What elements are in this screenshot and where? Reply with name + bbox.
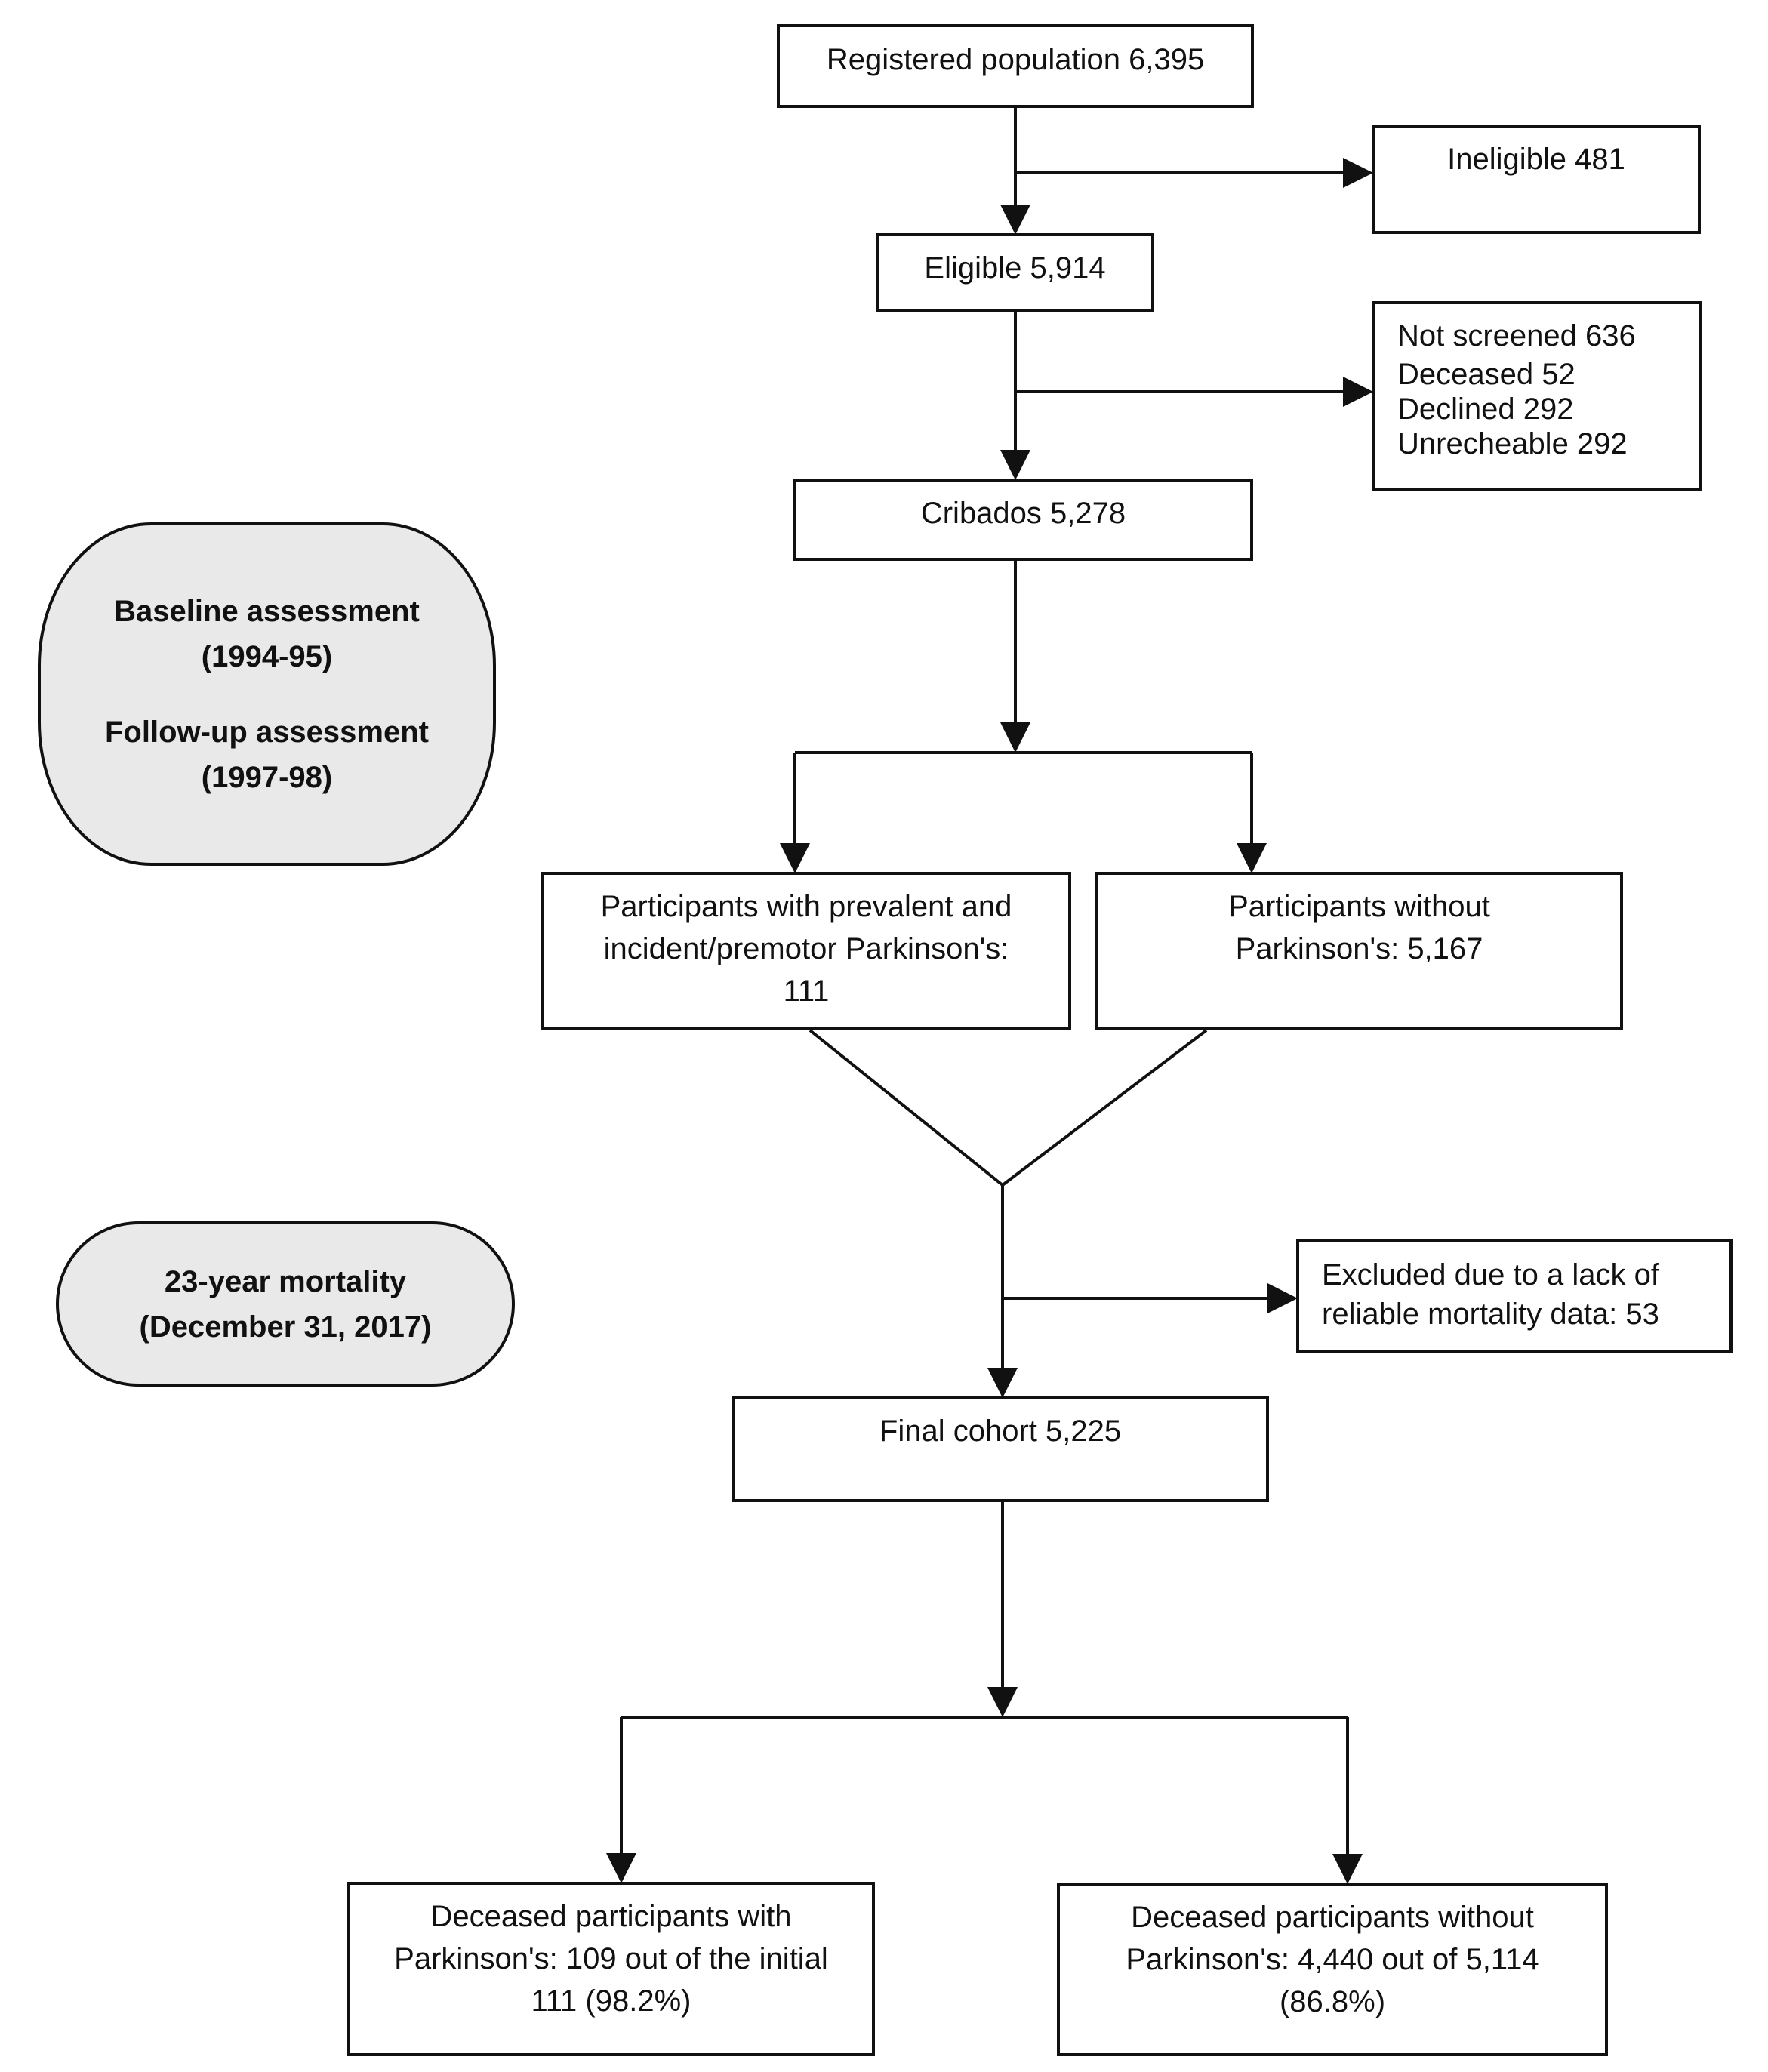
box-cribados: Cribados 5,278	[793, 479, 1253, 561]
box-final-cohort: Final cohort 5,225	[732, 1396, 1269, 1502]
not-screened-deceased: Deceased 52	[1397, 358, 1575, 391]
not-screened-declined: Declined 292	[1397, 393, 1574, 426]
box-deceased-without-parkinsons: Deceased participants without Parkinson'…	[1057, 1883, 1608, 2056]
deceased-without-line-1: Deceased participants without	[1131, 1901, 1534, 1934]
deceased-without-line-2: Parkinson's: 4,440 out of 5,114	[1126, 1943, 1539, 1976]
box-deceased-with-parkinsons: Deceased participants with Parkinson's: …	[347, 1882, 875, 2056]
deceased-with-line-1: Deceased participants with	[430, 1900, 792, 1933]
with-pd-line-2: incident/premotor Parkinson's:	[603, 932, 1009, 965]
box-not-screened: Not screened 636 Deceased 52 Declined 29…	[1372, 301, 1702, 491]
box-registered-population: Registered population 6,395	[777, 24, 1254, 108]
ineligible-text: Ineligible 481	[1447, 143, 1625, 176]
without-pd-line-2: Parkinson's: 5,167	[1235, 932, 1483, 965]
followup-label: Follow-up assessment	[105, 715, 429, 749]
without-pd-line-1: Participants without	[1228, 890, 1490, 923]
followup-years: (1997-98)	[201, 760, 333, 794]
box-excluded: Excluded due to a lack of reliable morta…	[1296, 1239, 1733, 1353]
not-screened-total: Not screened 636	[1397, 319, 1636, 353]
box-ineligible: Ineligible 481	[1372, 125, 1701, 234]
baseline-label: Baseline assessment	[114, 594, 420, 628]
deceased-with-line-2: Parkinson's: 109 out of the initial	[394, 1942, 828, 1975]
box-eligible: Eligible 5,914	[876, 233, 1154, 312]
not-screened-unreachable: Unrecheable 292	[1397, 427, 1628, 460]
deceased-without-line-3: (86.8%)	[1279, 1985, 1386, 2018]
merge-line-right	[1001, 1029, 1208, 1187]
box-participants-without-parkinsons: Participants without Parkinson's: 5,167	[1095, 872, 1623, 1030]
mortality-date: (December 31, 2017)	[139, 1310, 432, 1344]
registered-text: Registered population 6,395	[826, 43, 1205, 76]
final-cohort-text: Final cohort 5,225	[879, 1415, 1122, 1448]
excluded-line-2: reliable mortality data: 53	[1322, 1298, 1659, 1331]
box-participants-with-parkinsons: Participants with prevalent and incident…	[541, 872, 1071, 1030]
mortality-label: 23-year mortality	[164, 1264, 407, 1298]
with-pd-line-1: Participants with prevalent and	[600, 890, 1012, 923]
with-pd-line-3: 111	[783, 974, 830, 1008]
deceased-with-line-3: 111 (98.2%)	[531, 1984, 691, 2018]
merge-line-left	[809, 1029, 1004, 1187]
baseline-years: (1994-95)	[201, 639, 333, 673]
eligible-text: Eligible 5,914	[924, 251, 1106, 285]
excluded-line-1: Excluded due to a lack of	[1322, 1258, 1659, 1292]
cribados-text: Cribados 5,278	[920, 497, 1126, 530]
phase-mortality: 23-year mortality (December 31, 2017)	[56, 1221, 515, 1387]
phase-baseline-followup: Baseline assessment (1994-95) Follow-up …	[38, 522, 496, 866]
